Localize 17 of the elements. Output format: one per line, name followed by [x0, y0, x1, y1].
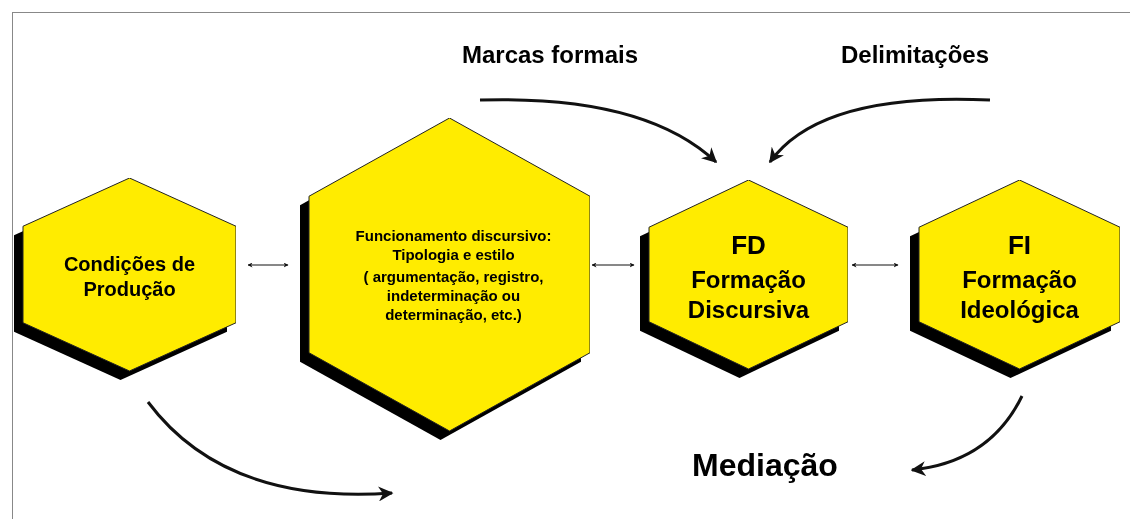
double-arrow [591, 262, 635, 268]
curved-arrow [910, 395, 1024, 476]
curved-arrow [479, 98, 718, 164]
double-arrow [851, 262, 899, 268]
hexagon-label: Formação Discursiva [686, 265, 811, 326]
double-arrow [247, 262, 289, 268]
hexagon-label: Funcionamento discursivo: Tipologia e estilo [354, 226, 553, 265]
text-label: Delimitações [800, 35, 1030, 75]
hexagon-label: FD [731, 228, 766, 262]
curved-arrow [146, 401, 394, 502]
hexagon-label: Condições de Produção [62, 251, 197, 302]
hexagon-label: ( argumentação, registro, indeterminação ou determinação, etc.) [362, 268, 545, 325]
text-label: Mediação [660, 440, 870, 490]
text-label: Marcas formais [440, 35, 660, 75]
hexagon-label: FI [1007, 228, 1032, 262]
curved-arrow [768, 97, 991, 164]
hexagon-label: Formação Ideológica [959, 265, 1080, 326]
